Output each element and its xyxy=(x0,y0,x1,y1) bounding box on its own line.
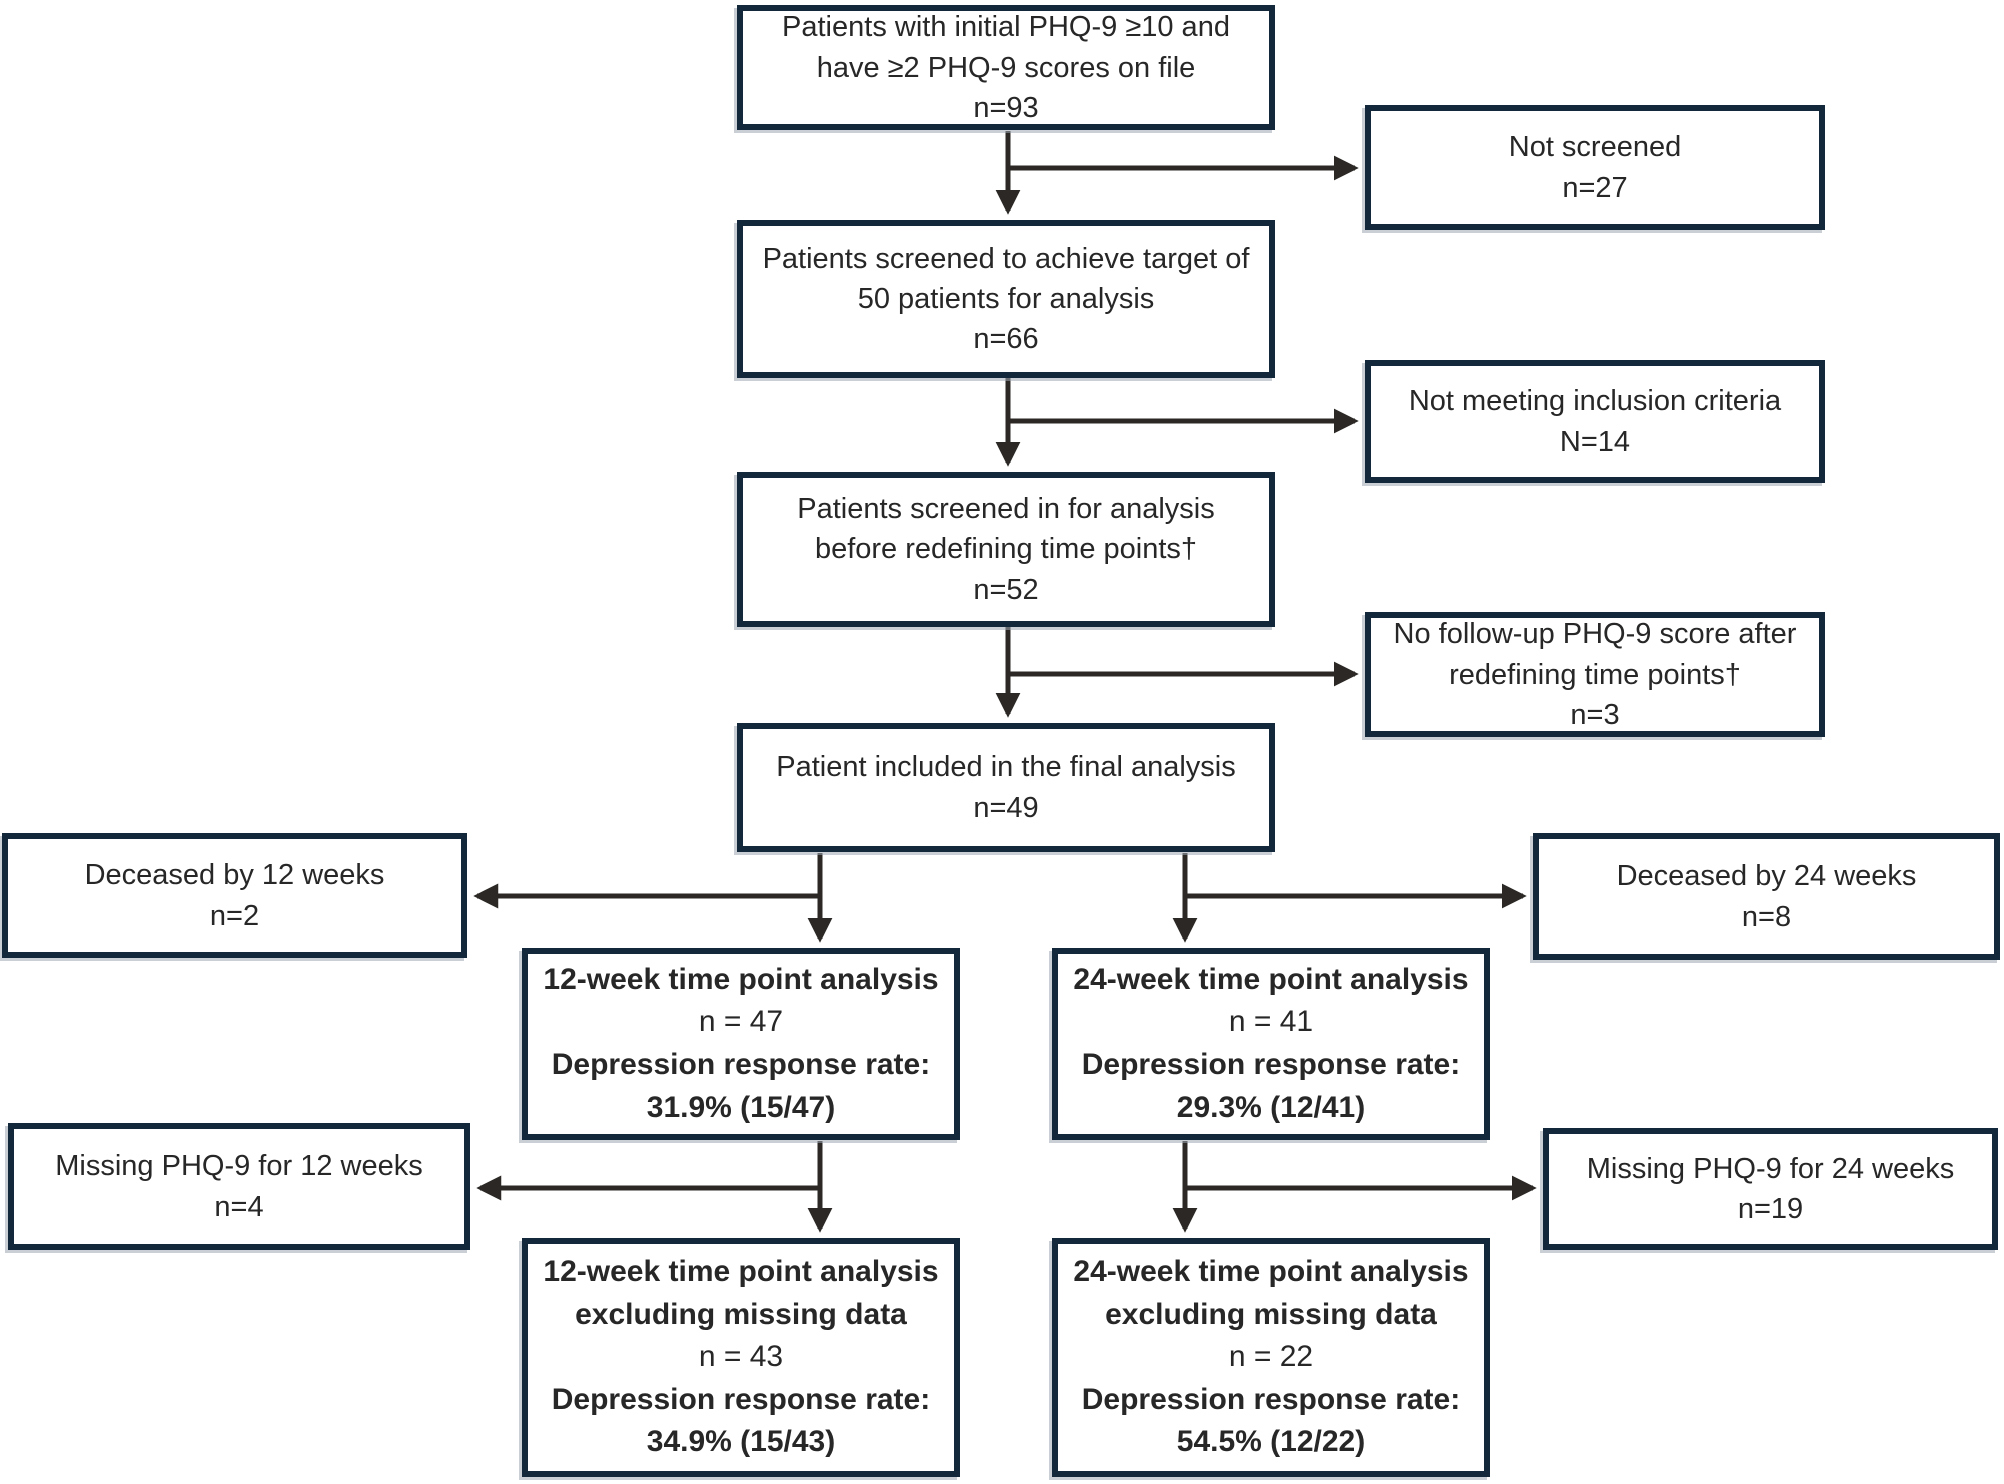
box-text-line: n = 43 xyxy=(698,1340,784,1374)
flow-box-missing-24wk: Missing PHQ-9 for 24 weeks n=19 xyxy=(1543,1128,1998,1250)
box-text-line: Missing PHQ-9 for 24 weeks xyxy=(1586,1152,1955,1185)
box-text-line: n=66 xyxy=(973,323,1039,355)
flow-box-deceased-12wk: Deceased by 12 weeks n=2 xyxy=(2,833,467,958)
box-text-line: 50 patients for analysis xyxy=(857,282,1155,315)
flow-box-no-followup: No follow-up PHQ-9 score after redefinin… xyxy=(1365,612,1825,737)
box-text-line: Missing PHQ-9 for 12 weeks xyxy=(55,1150,423,1183)
box-text-line: 54.5% (12/22) xyxy=(1176,1425,1366,1459)
box-text-line: 31.9% (15/47) xyxy=(646,1090,836,1124)
box-text-line: n=8 xyxy=(1741,900,1792,933)
box-text-line: excluding missing data xyxy=(575,1297,907,1331)
box-text-line: n = 41 xyxy=(1228,1005,1314,1039)
box-text-line: 12-week time point analysis xyxy=(543,962,939,996)
box-text-line: n=2 xyxy=(209,899,260,932)
flow-box-initial-cohort: Patients with initial PHQ-9 ≥10 and have… xyxy=(737,5,1275,130)
flow-box-deceased-24wk: Deceased by 24 weeks n=8 xyxy=(1533,833,2000,960)
flow-box-not-meeting-criteria: Not meeting inclusion criteria N=14 xyxy=(1365,360,1825,483)
flow-box-24wk-excl-missing: 24-week time point analysis excluding mi… xyxy=(1052,1238,1490,1477)
box-text-line: Depression response rate: xyxy=(551,1382,931,1416)
box-text-line: 34.9% (15/43) xyxy=(646,1425,836,1459)
box-text-line: N=14 xyxy=(1559,425,1631,458)
box-text-line: 12-week time point analysis xyxy=(543,1255,939,1289)
box-text-line: n=27 xyxy=(1562,171,1628,204)
box-text-line: Not meeting inclusion criteria xyxy=(1408,385,1782,418)
box-text-line: n=52 xyxy=(973,573,1039,606)
box-text-line: 24-week time point analysis xyxy=(1073,962,1469,996)
box-text-line: 24-week time point analysis xyxy=(1073,1255,1469,1289)
box-text-line: Patient included in the final analysis xyxy=(776,751,1236,784)
flow-box-screened-in: Patients screened in for analysis before… xyxy=(737,472,1275,627)
box-text-line: Depression response rate: xyxy=(1081,1382,1461,1416)
box-text-line: Not screened xyxy=(1508,131,1682,164)
flow-box-not-screened: Not screened n=27 xyxy=(1365,105,1825,230)
box-text-line: excluding missing data xyxy=(1105,1297,1437,1331)
box-text-line: have ≥2 PHQ-9 scores on file xyxy=(816,51,1196,84)
flow-box-24wk-analysis: 24-week time point analysis n = 41 Depre… xyxy=(1052,948,1490,1140)
box-text-line: redefining time points† xyxy=(1449,658,1741,691)
box-text-line: n=19 xyxy=(1737,1193,1804,1225)
box-text-line: Patients screened in for analysis xyxy=(797,493,1215,526)
box-text-line: n=93 xyxy=(973,91,1039,124)
box-text-line: 29.3% (12/41) xyxy=(1176,1090,1366,1124)
flow-box-12wk-analysis: 12-week time point analysis n = 47 Depre… xyxy=(522,948,960,1140)
box-text-line: No follow-up PHQ-9 score after xyxy=(1393,618,1797,651)
box-text-line: n=3 xyxy=(1570,698,1620,731)
box-text-line: Depression response rate: xyxy=(1081,1048,1461,1081)
box-text-line: n=4 xyxy=(214,1190,264,1223)
flow-box-missing-12wk: Missing PHQ-9 for 12 weeks n=4 xyxy=(8,1123,470,1250)
box-text-line: n = 47 xyxy=(698,1005,784,1039)
box-text-line: n = 22 xyxy=(1228,1340,1314,1374)
box-text-line: n=49 xyxy=(973,791,1039,824)
box-text-line: before redefining time points† xyxy=(814,533,1198,566)
box-text-line: Deceased by 12 weeks xyxy=(84,859,385,892)
box-text-line: Deceased by 24 weeks xyxy=(1616,860,1917,893)
flow-box-12wk-excl-missing: 12-week time point analysis excluding mi… xyxy=(522,1238,960,1477)
box-text-line: Depression response rate: xyxy=(551,1048,931,1081)
flow-box-final-analysis: Patient included in the final analysis n… xyxy=(737,723,1275,852)
flow-box-screened-target: Patients screened to achieve target of 5… xyxy=(737,220,1275,378)
box-text-line: Patients screened to achieve target of xyxy=(762,242,1250,275)
box-text-line: Patients with initial PHQ-9 ≥10 and xyxy=(782,11,1230,44)
